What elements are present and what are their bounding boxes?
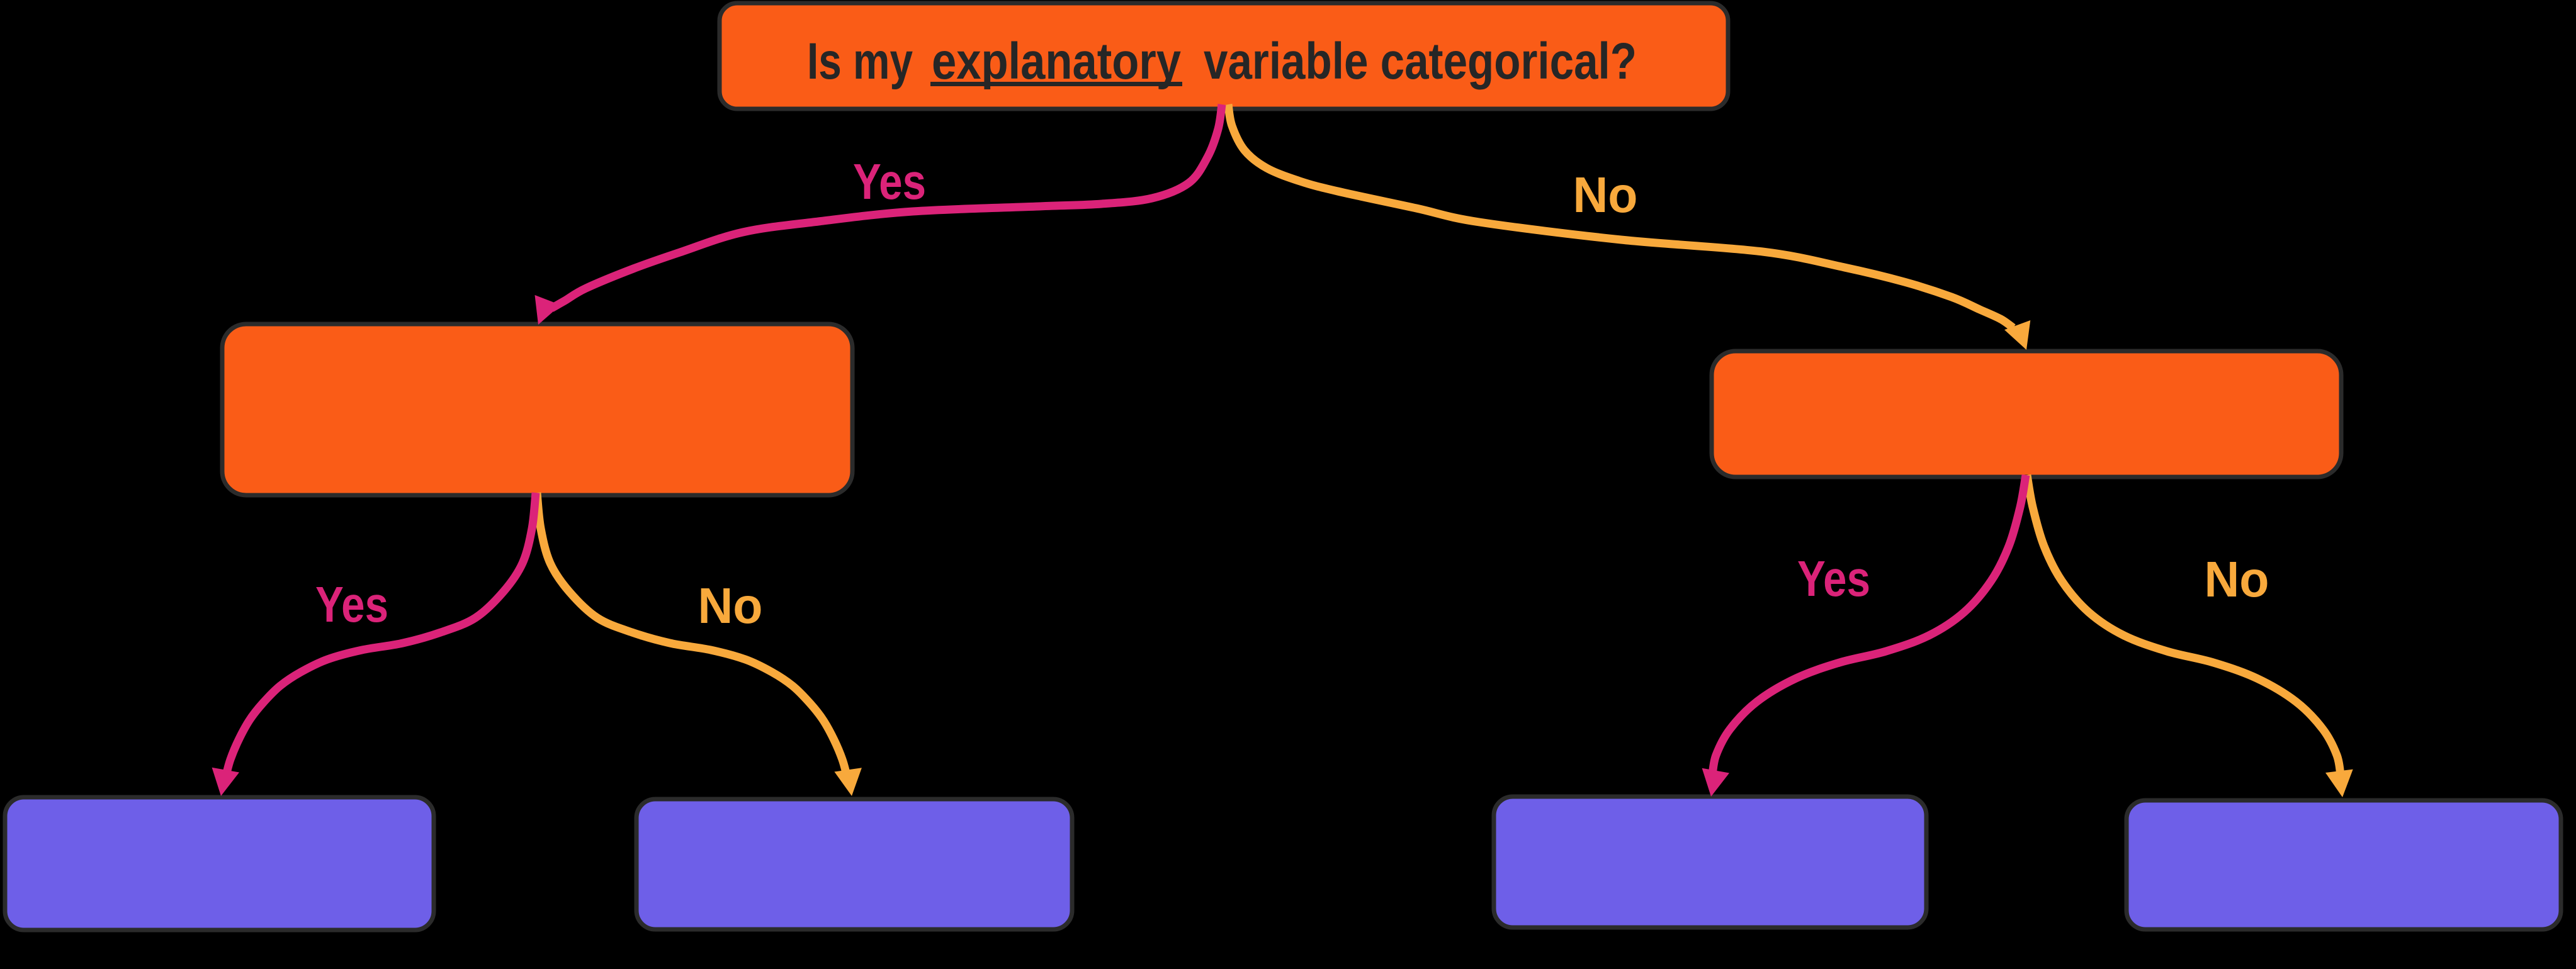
svg-text:No: No	[1573, 167, 1638, 223]
svg-text:Yes: Yes	[853, 154, 926, 210]
svg-text:No: No	[698, 578, 763, 634]
svg-text:Is my: Is my	[807, 33, 913, 90]
svg-text:No: No	[2205, 551, 2269, 607]
svg-text:Yes: Yes	[1797, 551, 1870, 607]
svg-text:variable categorical?: variable categorical?	[1204, 33, 1637, 90]
svg-text:Yes: Yes	[315, 576, 388, 632]
svg-text:explanatory: explanatory	[932, 33, 1181, 90]
